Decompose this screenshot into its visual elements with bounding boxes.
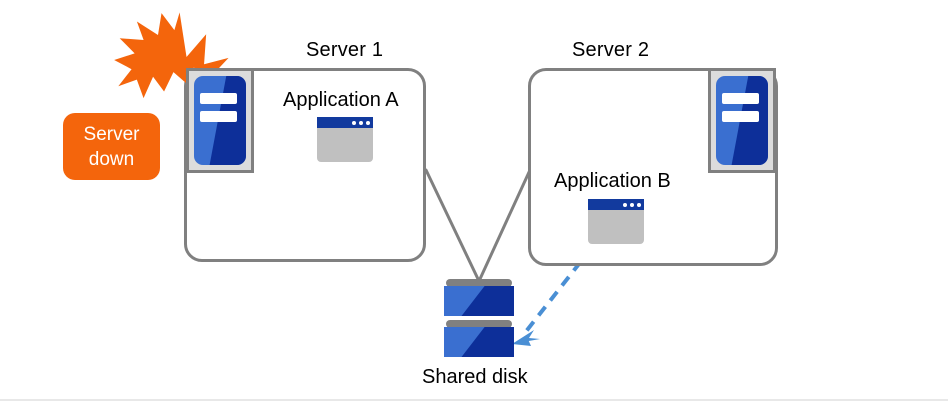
shared-disk-icon <box>444 279 514 361</box>
lightning-burst-icon <box>114 12 229 99</box>
disk-platter <box>444 286 514 316</box>
server-icon-bar <box>199 92 238 105</box>
window-dot <box>359 120 363 125</box>
bottom-divider <box>0 399 948 401</box>
application-a-window-icon <box>317 117 373 162</box>
window-dot <box>630 202 634 207</box>
application-b-label: Application B <box>554 170 671 192</box>
server-icon-bar <box>721 92 760 105</box>
disk-cap <box>446 279 512 287</box>
application-a-label: Application A <box>283 89 399 111</box>
server2-machine-icon <box>708 68 776 173</box>
connector-server2-to-disk <box>478 168 532 281</box>
application-b-window-icon <box>588 199 644 244</box>
server-down-line1: Server <box>83 123 140 145</box>
shared-disk-label: Shared disk <box>422 366 528 388</box>
disk-cap <box>446 320 512 328</box>
server-down-line2: down <box>88 148 135 170</box>
disk-platter <box>444 327 514 357</box>
server1-machine-icon <box>186 68 254 173</box>
window-dot <box>637 202 641 207</box>
connector-server1-to-disk <box>424 168 480 281</box>
server-icon-bar <box>199 110 238 123</box>
window-dot <box>366 120 370 125</box>
server-down-callout: Server down <box>63 113 160 180</box>
server1-title: Server 1 <box>306 39 384 61</box>
window-dot <box>623 202 627 207</box>
server-icon-bar <box>721 110 760 123</box>
window-titlebar <box>317 117 373 128</box>
server2-title: Server 2 <box>572 39 650 61</box>
window-dot <box>352 120 356 125</box>
window-titlebar <box>588 199 644 210</box>
